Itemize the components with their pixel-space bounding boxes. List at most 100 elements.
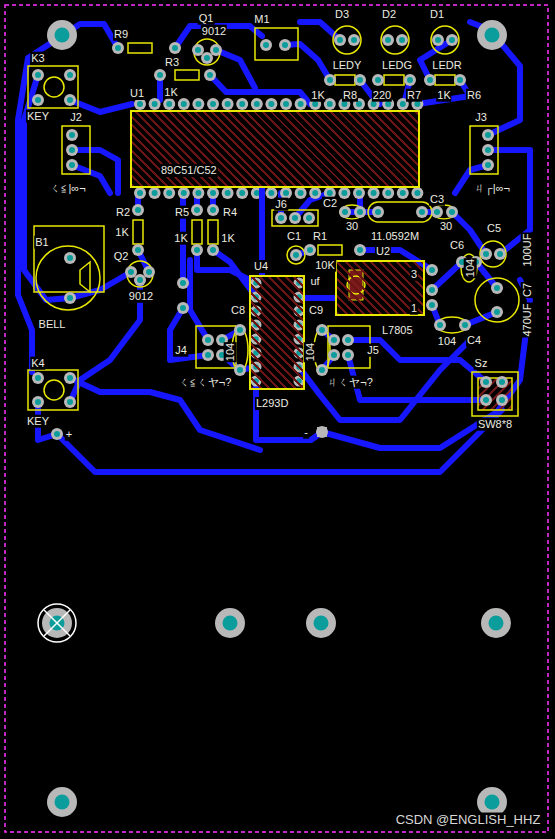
silkscreen-label: 30 [439, 220, 453, 233]
pad [207, 204, 219, 216]
pad [351, 37, 357, 43]
pad [483, 397, 489, 403]
pad [157, 72, 163, 78]
pad [192, 187, 204, 199]
pad [178, 187, 190, 199]
pad [55, 28, 70, 43]
pad [32, 69, 44, 81]
pad [265, 98, 277, 110]
pad [356, 190, 362, 196]
pad [324, 74, 336, 86]
pad [337, 37, 343, 43]
pad [67, 255, 73, 261]
pad [54, 431, 60, 437]
pad [338, 187, 350, 199]
pad [137, 101, 143, 107]
pad [328, 334, 340, 346]
pad [485, 147, 491, 153]
copper-trace [299, 340, 470, 420]
pad [67, 97, 73, 103]
silkscreen-outline [127, 261, 153, 287]
pad [345, 352, 351, 358]
silkscreen-outline [80, 262, 90, 292]
pad [292, 215, 298, 221]
silkscreen-label: 104 [437, 335, 457, 348]
pad [64, 396, 76, 408]
pad [135, 207, 141, 213]
pad [289, 212, 301, 224]
pad [254, 190, 260, 196]
silkscreen-label: C1 [286, 230, 302, 243]
silkscreen-outline [62, 126, 90, 174]
pad [411, 187, 423, 199]
pad [385, 190, 391, 196]
pad [397, 187, 409, 199]
silkscreen-label: R6 [466, 89, 482, 102]
pad [234, 324, 246, 336]
silkscreen-outline [28, 26, 519, 416]
silkscreen-outline [333, 26, 361, 54]
pad [251, 98, 263, 110]
pad [32, 94, 44, 106]
silkscreen-label: LEDG [381, 59, 413, 72]
pad [372, 74, 384, 86]
pad [416, 206, 428, 218]
pad [134, 98, 146, 110]
silkscreen-outline [461, 254, 477, 282]
silkscreen-label: - [303, 426, 309, 439]
pad [316, 324, 328, 336]
pad [207, 187, 219, 199]
pad [416, 206, 428, 218]
pad [298, 190, 304, 196]
pad [163, 187, 175, 199]
silkscreen-label: 1 [410, 302, 418, 315]
silkscreen-label: C5 [486, 222, 502, 235]
silkscreen-outline [475, 278, 519, 322]
silkscreen-outline [431, 26, 459, 54]
silkscreen-label: C2 [322, 197, 338, 210]
pad [482, 144, 494, 156]
pad [385, 37, 391, 43]
pad [459, 319, 471, 331]
pad [342, 349, 354, 361]
pad [66, 129, 78, 141]
silkscreen-label: 1K [436, 89, 451, 102]
silkscreen-label: B1 [34, 236, 49, 249]
pad [64, 69, 76, 81]
pad [356, 101, 362, 107]
copper-trace [305, 295, 335, 301]
copper-trace [197, 250, 256, 283]
pad [67, 72, 73, 78]
silkscreen-label: 1K [173, 232, 188, 245]
pad [354, 244, 366, 256]
pad [192, 98, 204, 110]
pad [459, 319, 471, 331]
pad [210, 247, 216, 253]
silkscreen-label: 1K [220, 232, 235, 245]
pad [411, 187, 423, 199]
silkscreen-outline [133, 220, 143, 244]
pad [163, 98, 175, 110]
silkscreen-label: K3 [30, 52, 45, 65]
pad [312, 190, 318, 196]
pad [64, 252, 76, 264]
pad [396, 34, 408, 46]
silkscreen-label: 11.0592M [370, 230, 420, 243]
pad [207, 244, 219, 256]
pad [194, 207, 200, 213]
silkscreen-label: LEDY [332, 59, 363, 72]
silkscreen-label: + [65, 428, 73, 441]
pad [279, 39, 291, 51]
pad [342, 349, 354, 361]
pad [426, 284, 438, 296]
pad [236, 98, 248, 110]
pad [195, 101, 201, 107]
pad [177, 277, 189, 289]
pad [295, 98, 307, 110]
pad [35, 97, 41, 103]
pad [223, 616, 238, 631]
silkscreen-label: D2 [381, 8, 397, 21]
pad [192, 44, 204, 56]
pad [339, 206, 351, 218]
